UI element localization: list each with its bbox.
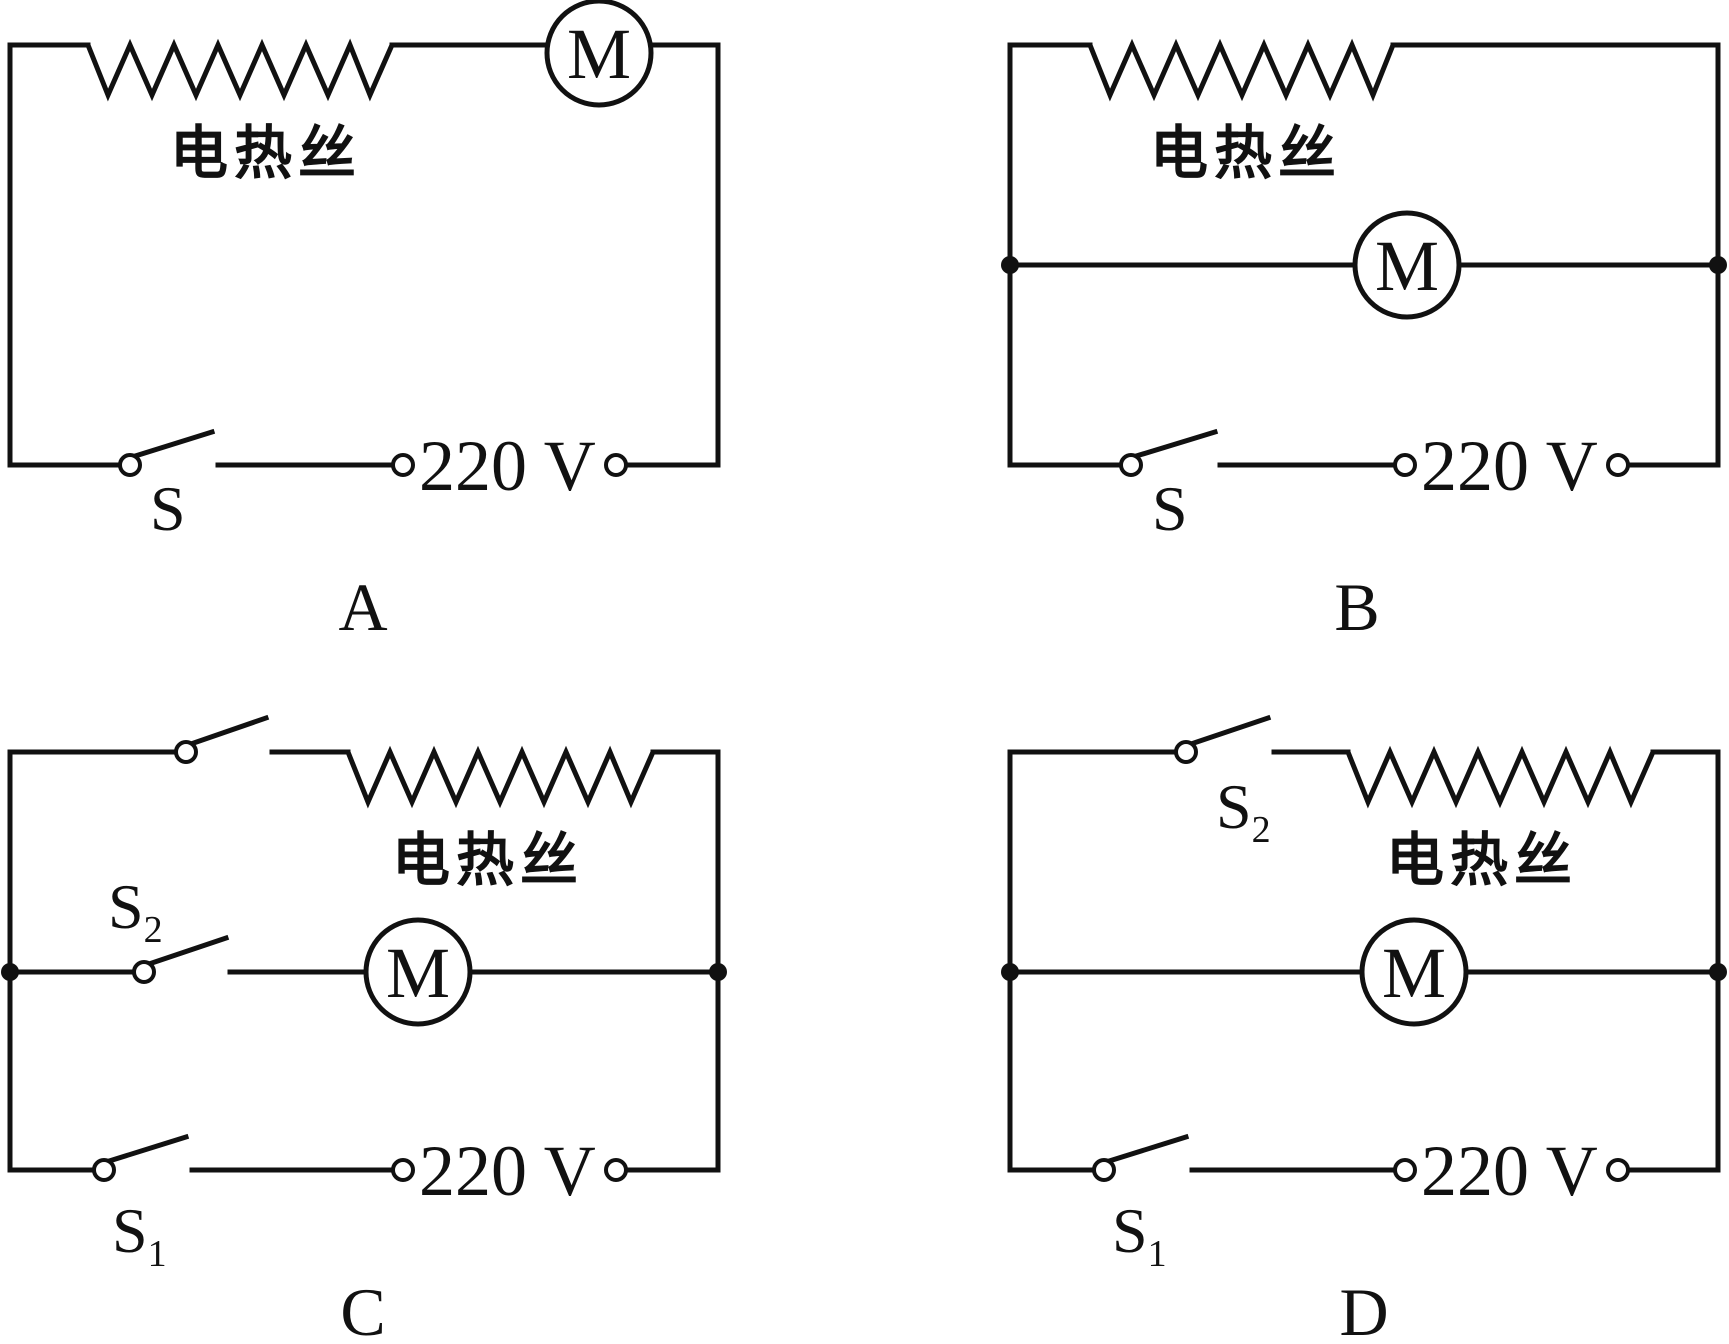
circuit-c-motor: [363, 917, 473, 1027]
circuit-c-s1-blade: [102, 1133, 190, 1166]
circuit-b-caption: B: [1334, 569, 1379, 645]
circuit-c-s2-label: S2: [108, 871, 163, 951]
circuit-a-supply-terminal-left: [391, 453, 415, 477]
circuit-c-junction-right: [709, 963, 727, 981]
circuit-d-supply-terminal-left: [1393, 1158, 1417, 1182]
circuit-d-s2-label: S2: [1216, 771, 1271, 851]
circuit-c-caption: C: [340, 1274, 385, 1344]
circuit-c-heater: [345, 745, 656, 809]
circuit-c-heater-switch-pivot: [174, 740, 198, 764]
circuit-a-heater-label: 电热丝: [170, 119, 362, 187]
circuit-a-switch-blade: [128, 428, 216, 461]
circuit-c-wires: [7, 749, 721, 1173]
circuit-c-s1-label: S1: [112, 1195, 167, 1275]
circuit-d-s1-blade: [1102, 1133, 1190, 1166]
circuit-b: M 220 V S 电热丝 B: [1001, 38, 1727, 645]
circuit-c-supply-label: 220 V: [419, 1131, 596, 1211]
circuit-c-heater-switch-blade: [184, 714, 270, 749]
circuit-c-motor-label: M: [386, 933, 450, 1013]
circuit-d-heater: [1345, 745, 1656, 809]
circuit-a-heater: [85, 38, 395, 102]
circuit-b-junction-left: [1001, 256, 1019, 274]
circuit-d-s1-label: S1: [1112, 1195, 1167, 1275]
circuit-d-junction-left: [1001, 963, 1019, 981]
circuit-c-s2-blade: [142, 934, 230, 969]
circuit-d-caption: D: [1339, 1274, 1388, 1344]
circuit-b-supply-terminal-right: [1606, 453, 1630, 477]
circuit-b-junction-right: [1709, 256, 1727, 274]
circuit-c-s1-pivot: [92, 1158, 116, 1182]
circuit-c-junction-left: [1, 963, 19, 981]
circuit-d-wires: [1007, 749, 1721, 1173]
circuit-b-switch-label: S: [1152, 473, 1188, 544]
circuit-d-heater-label: 电热丝: [1386, 826, 1578, 894]
circuit-d: M 220 V S2 S1 电热丝 D: [1001, 714, 1727, 1344]
circuit-a-switch-label: S: [150, 473, 186, 544]
circuit-d-s2-pivot: [1174, 740, 1198, 764]
circuit-c-supply-terminal-right: [604, 1158, 628, 1182]
circuit-c-supply-terminal-left: [391, 1158, 415, 1182]
circuit-b-heater: [1087, 38, 1396, 102]
circuit-b-switch-pivot: [1119, 453, 1143, 477]
circuit-a-supply-terminal-right: [604, 453, 628, 477]
circuit-b-switch-blade: [1129, 428, 1219, 461]
circuit-d-supply-label: 220 V: [1421, 1131, 1598, 1211]
circuit-d-junction-right: [1709, 963, 1727, 981]
circuit-b-supply-terminal-left: [1393, 453, 1417, 477]
circuit-b-motor: [1352, 210, 1462, 320]
circuit-d-s1-pivot: [1092, 1158, 1116, 1182]
circuit-d-motor-label: M: [1382, 933, 1446, 1013]
circuit-a-switch-pivot: [118, 453, 142, 477]
circuit-c-s2-pivot: [132, 960, 156, 984]
circuit-a-wires: [7, 42, 721, 468]
circuit-a-supply-label: 220 V: [419, 426, 596, 506]
circuit-b-motor-label: M: [1375, 226, 1439, 306]
circuit-b-heater-label: 电热丝: [1150, 119, 1342, 187]
circuit-a-motor-label: M: [567, 14, 631, 94]
circuit-a: M 220 V S 电热丝 A: [7, 0, 721, 645]
circuit-d-motor: [1359, 917, 1469, 1027]
circuit-c: M 220 V S2 S1 电热丝 C: [1, 714, 727, 1344]
circuit-d-supply-terminal-right: [1606, 1158, 1630, 1182]
circuit-b-wires: [1007, 42, 1721, 468]
circuit-b-supply-label: 220 V: [1421, 426, 1598, 506]
circuit-c-heater-label: 电热丝: [392, 826, 584, 894]
circuit-a-caption: A: [338, 569, 387, 645]
circuit-d-s2-blade: [1184, 714, 1272, 749]
circuit-a-motor: [544, 0, 654, 108]
